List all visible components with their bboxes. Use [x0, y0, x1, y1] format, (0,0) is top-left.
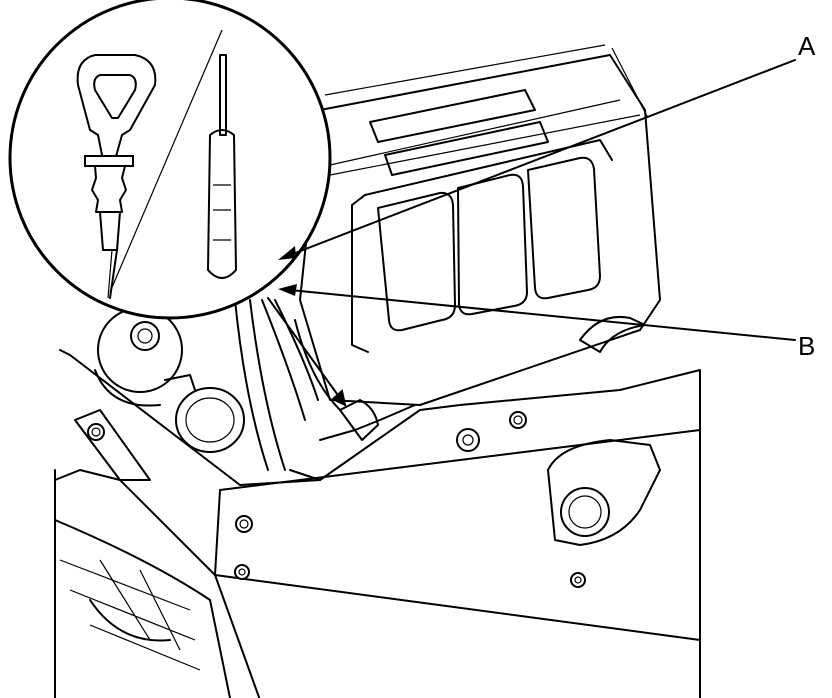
callout-a: A	[278, 31, 816, 260]
front-panel	[59, 349, 701, 698]
throttle-body	[94, 307, 245, 453]
oil-level-gauge	[207, 54, 237, 279]
callout-b: B	[278, 284, 815, 361]
callout-label-a: A	[798, 31, 816, 61]
dipstick-tube	[319, 399, 416, 441]
engine-cover	[299, 44, 661, 406]
detail-inset	[8, 0, 332, 320]
callout-label-b: B	[798, 331, 815, 361]
hoses	[234, 299, 341, 471]
fender-headlight	[54, 409, 231, 698]
dipstick	[76, 54, 157, 299]
dipstick-location-arrow	[267, 297, 347, 407]
